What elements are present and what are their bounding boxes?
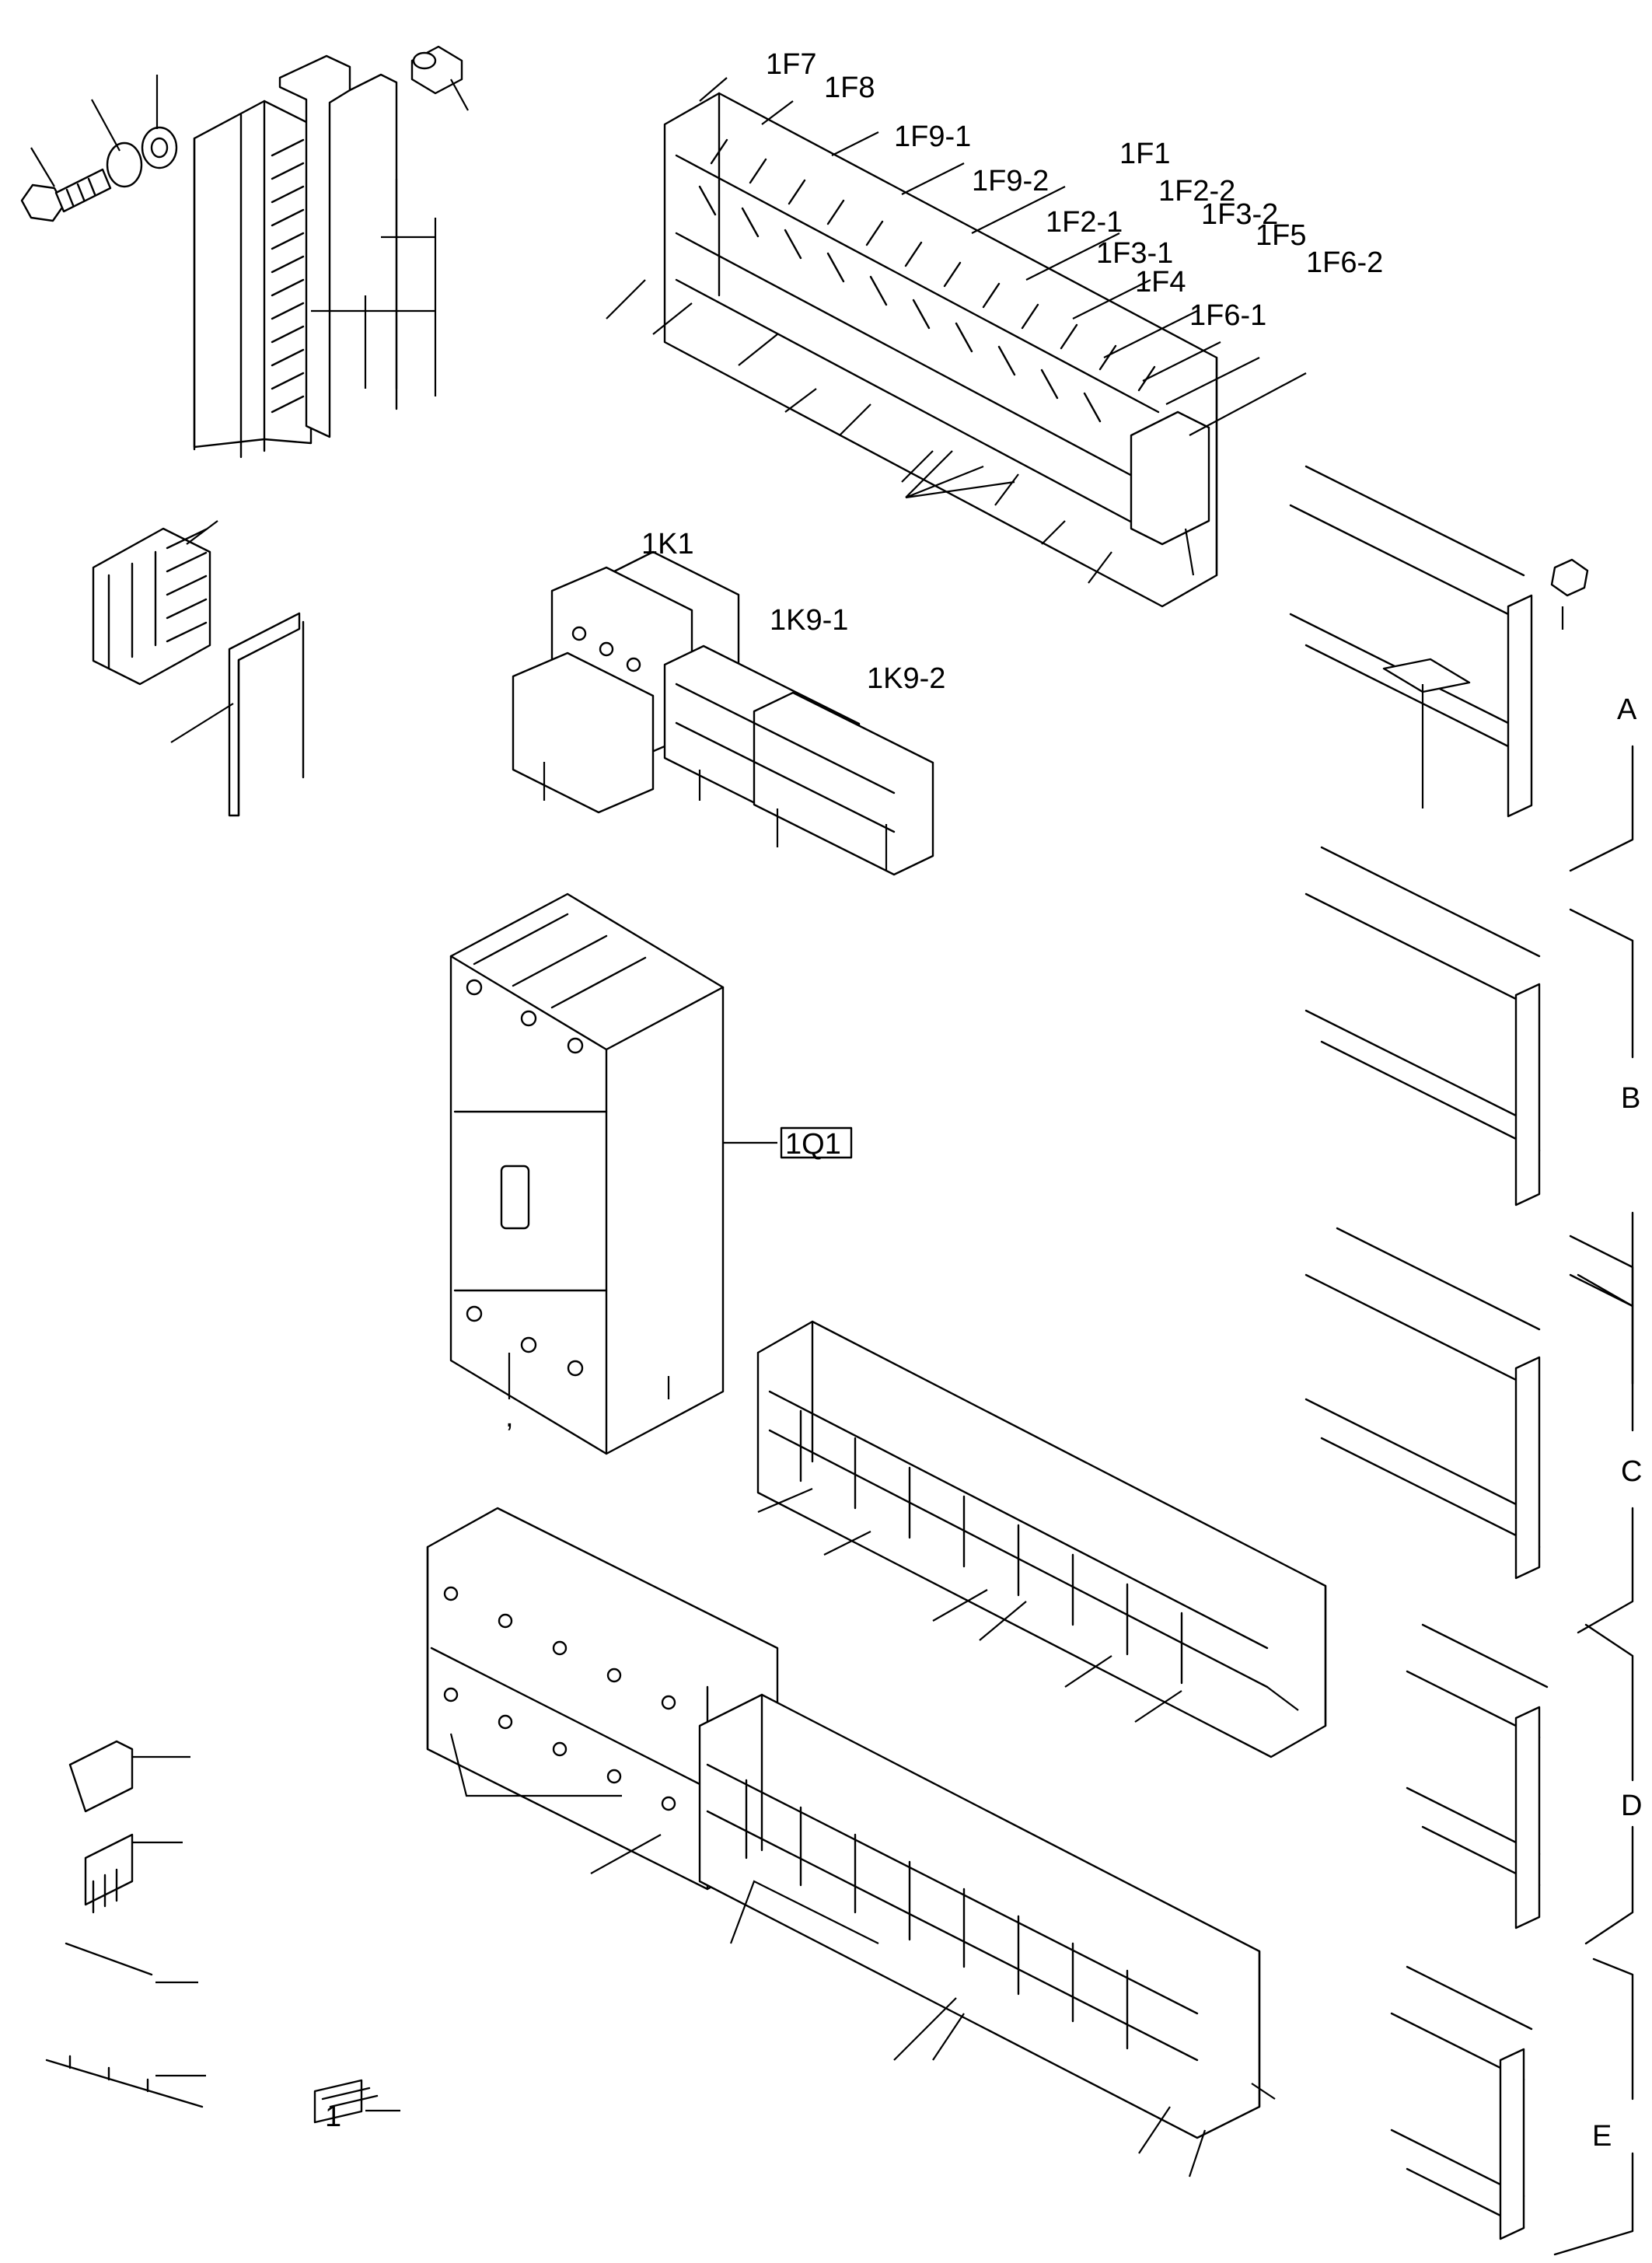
comb-bracket <box>92 520 218 686</box>
rail-A <box>1289 465 1589 818</box>
contactor-label: 1K9-2 <box>867 662 945 695</box>
breaker-label: 1F3-2 <box>1201 198 1278 231</box>
rail-group-label: A <box>1617 693 1637 726</box>
fuse-holder-row <box>426 1507 779 1891</box>
bracket-D <box>1584 1623 1634 1945</box>
small-accessories <box>45 1740 206 2108</box>
duct-cover <box>170 612 305 817</box>
stray-mark: , <box>505 1401 514 1434</box>
slotted-cable-duct <box>193 54 437 459</box>
marker-tag-stack: 1 <box>313 2079 400 2133</box>
rail-nut <box>1550 558 1589 597</box>
rail-group-label: E <box>1592 2120 1612 2153</box>
main-switch-tag <box>780 1126 853 1159</box>
breaker-label: 1F4 <box>1135 266 1186 299</box>
bridge-wire <box>65 1942 153 1976</box>
main-switch: 1Q1 , <box>449 892 853 1455</box>
breaker-label: 1F1 <box>1119 138 1170 170</box>
breaker-label: 1F8 <box>824 72 875 104</box>
bracket-C <box>1577 1273 1634 1634</box>
bracket-E <box>1553 1957 1634 2256</box>
breaker-label: 1F6-1 <box>1189 299 1266 332</box>
terminal-block-upper <box>756 1320 1327 1758</box>
rail-D <box>1406 1623 1549 1929</box>
breaker-label: 1F6-2 <box>1306 246 1383 279</box>
breaker-label: 1F2-2 <box>1158 175 1235 208</box>
rail-B <box>1304 846 1541 1207</box>
rail-group-labels: A B C D E <box>1592 693 1642 2153</box>
breaker-label: 1F3-1 <box>1096 237 1173 270</box>
marker-tag-label: 1 <box>325 2101 341 2133</box>
contactor-labels: 1K1 1K9-1 1K9-2 <box>641 528 945 695</box>
rail-group-label: C <box>1621 1455 1642 1488</box>
hex-bolt <box>20 168 112 222</box>
contactor-label: 1K9-1 <box>770 604 848 637</box>
breaker-label: 1F7 <box>766 48 816 81</box>
rail-E <box>1390 1965 1533 2240</box>
main-switch-label: 1Q1 <box>785 1128 841 1161</box>
switch-handle-icon <box>500 1165 530 1230</box>
jumper-bar <box>84 1833 134 1906</box>
breaker-label: 1F2-1 <box>1046 206 1123 239</box>
rail-C <box>1304 1227 1541 1580</box>
cross-connector <box>45 2055 204 2108</box>
breaker-label: 1F9-2 <box>972 165 1049 197</box>
breaker-label: 1F5 <box>1256 219 1306 252</box>
terminal-block-lower <box>698 1693 1276 2177</box>
contactor-group <box>512 550 934 876</box>
rail-group-label: B <box>1621 1082 1640 1115</box>
breaker-row <box>606 77 1307 608</box>
contactor-label: 1K1 <box>641 528 694 561</box>
end-bracket <box>68 1740 134 1813</box>
breaker-label: 1F9-1 <box>894 120 971 153</box>
spacer-tube <box>410 45 469 111</box>
rail-bolt <box>1382 658 1471 693</box>
breaker-labels: 1F7 1F8 1F9-1 1F9-2 1F2-1 1F1 1F2-2 1F3-… <box>766 48 1383 332</box>
rail-group-label: D <box>1621 1790 1642 1822</box>
bolt-washer-group <box>20 75 178 222</box>
flat-washer <box>106 141 143 188</box>
